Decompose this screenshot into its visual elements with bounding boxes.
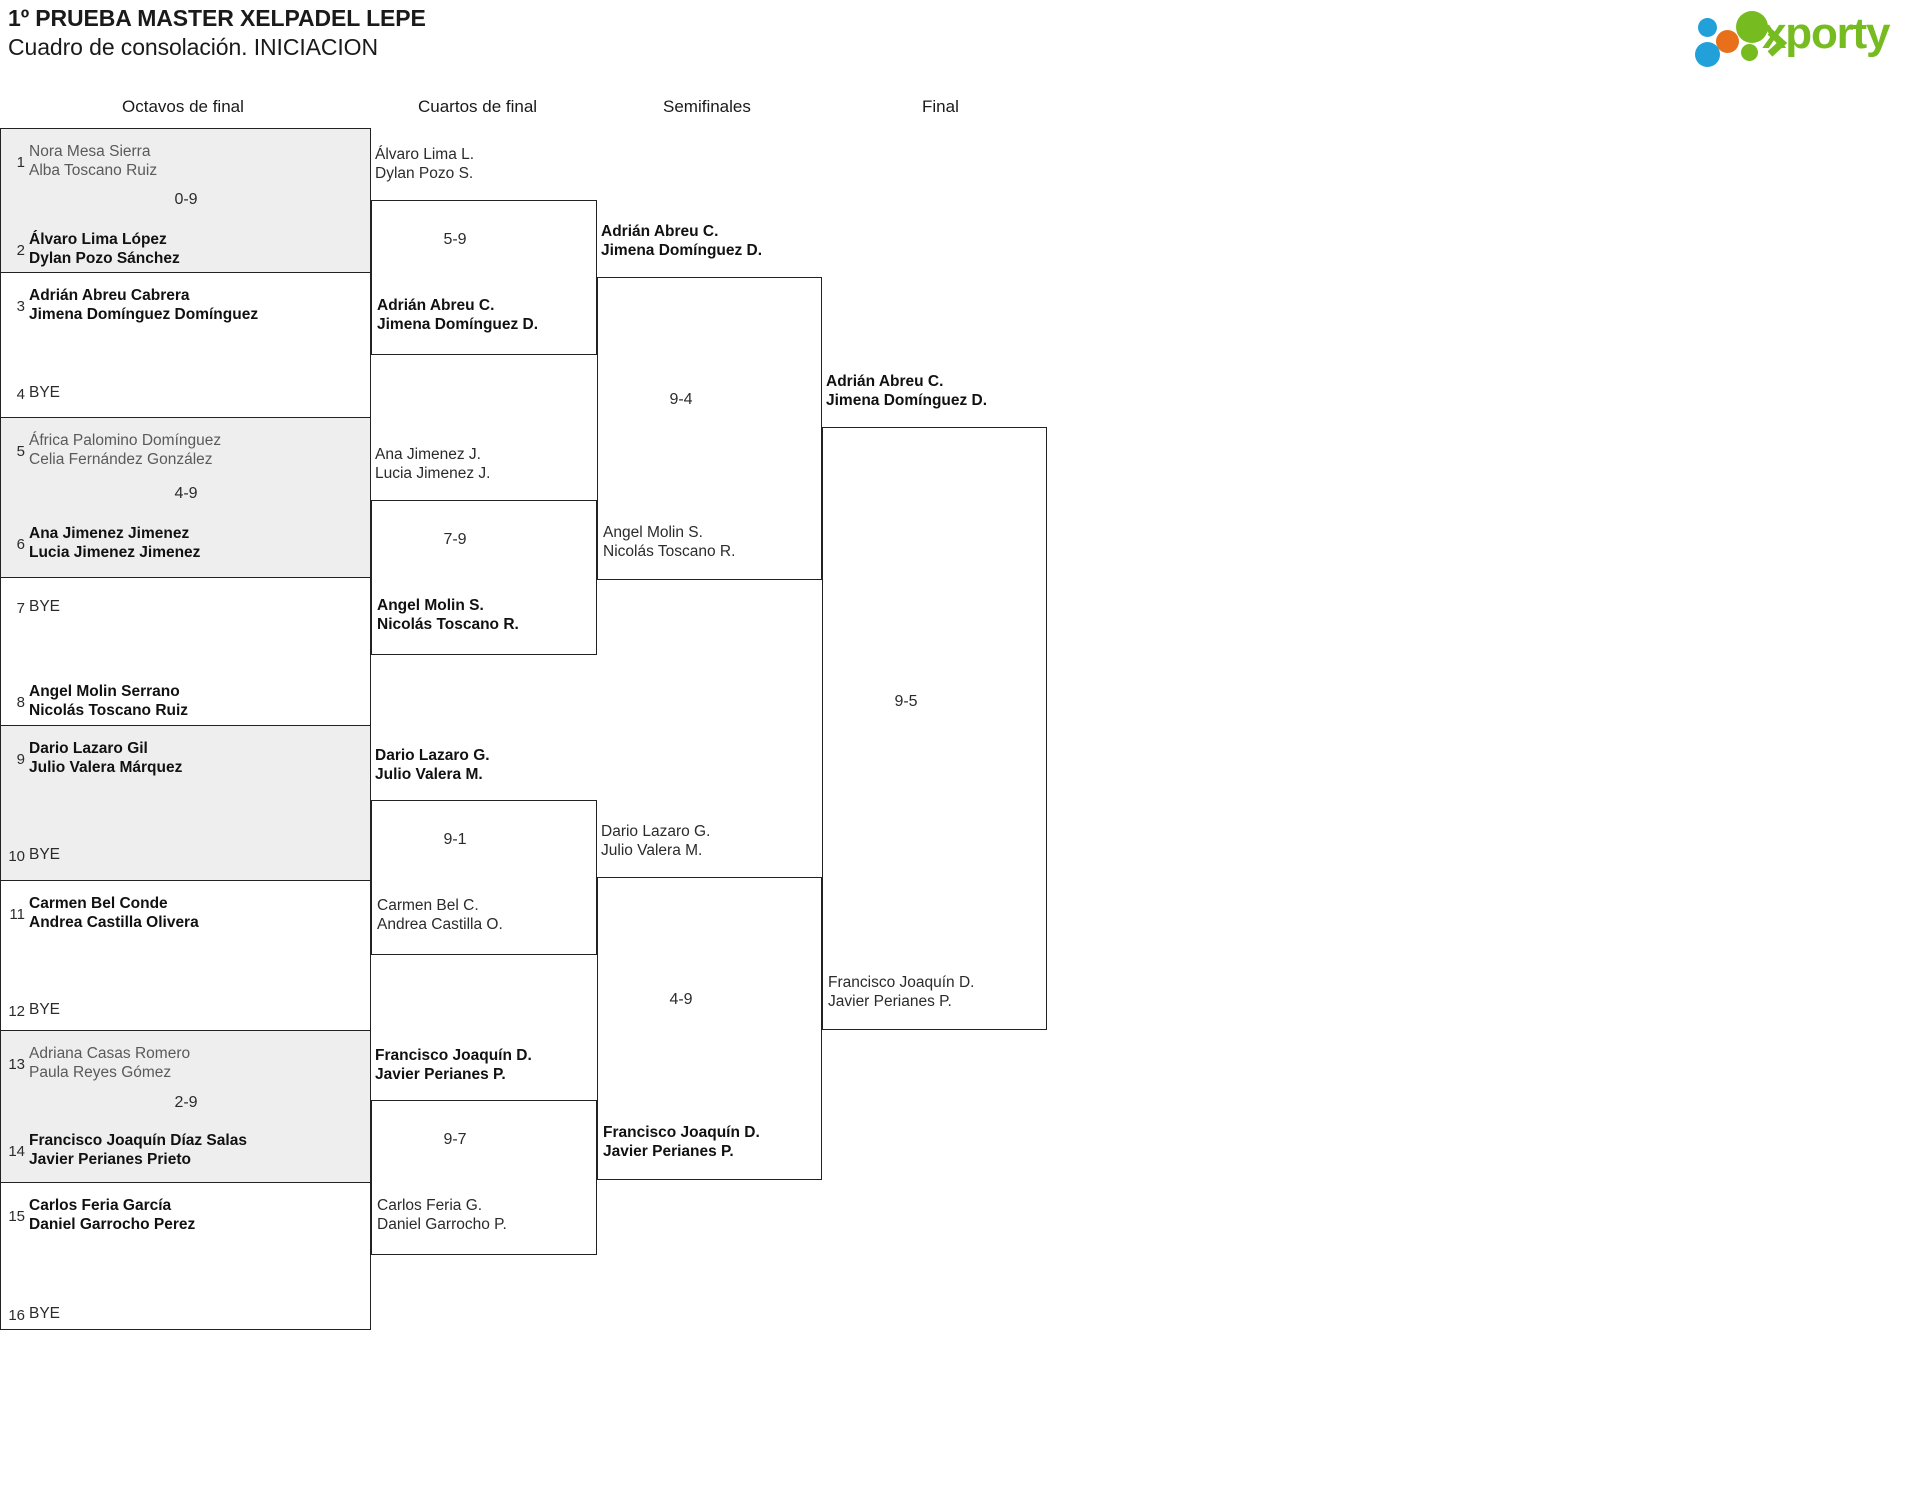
r16-score: 4-9 — [174, 485, 198, 502]
tournament-title-block: 1º PRUEBA MASTER XELPADEL LEPE Cuadro de… — [8, 4, 426, 63]
seed-number: 1 — [16, 154, 25, 171]
round-header-octavos: Octavos de final — [122, 97, 244, 116]
r16-bye-label: BYE — [29, 1001, 61, 1018]
sf-score: 4-9 — [669, 991, 693, 1008]
logo-dot-green-small — [1741, 44, 1758, 61]
round-header-semifinales: Semifinales — [663, 97, 751, 116]
qf-score: 7-9 — [443, 531, 467, 548]
r16-bye-label: BYE — [29, 846, 61, 863]
logo-wordmark: xporty — [1762, 9, 1890, 58]
r16-score: 2-9 — [174, 1094, 198, 1111]
sf-team-top: Dario Lazaro G.Julio Valera M. — [601, 823, 711, 859]
tournament-name: 1º PRUEBA MASTER XELPADEL LEPE — [8, 5, 426, 31]
qf-team-bottom: Carmen Bel C.Andrea Castilla O. — [377, 897, 503, 933]
seed-number: 7 — [16, 600, 25, 617]
qf-match-2[interactable]: 7-9 Angel Molin S.Nicolás Toscano R. — [371, 500, 597, 655]
r16-bye-label: BYE — [29, 598, 61, 615]
sf-team-bottom: Francisco Joaquín D.Javier Perianes P. — [603, 1124, 760, 1160]
seed-number: 9 — [16, 751, 25, 768]
seed-number: 2 — [16, 242, 25, 259]
seed-number: 6 — [16, 536, 25, 553]
qf-team-bottom: Carlos Feria G.Daniel Garrocho P. — [377, 1197, 507, 1233]
seed-number: 8 — [16, 694, 25, 711]
seed-number: 13 — [8, 1056, 25, 1073]
qf-team-top: Dario Lazaro G.Julio Valera M. — [375, 747, 490, 783]
seed-number: 3 — [16, 298, 25, 315]
logo-dot-blue-small — [1698, 18, 1717, 37]
qf-match-4[interactable]: 9-7 Carlos Feria G.Daniel Garrocho P. — [371, 1100, 597, 1255]
qf-team-top: Ana Jimenez J.Lucia Jimenez J. — [375, 446, 491, 482]
xporty-logo[interactable]: xporty — [1692, 6, 1912, 67]
sf-team-bottom: Angel Molin S.Nicolás Toscano R. — [603, 524, 736, 560]
seed-number: 16 — [8, 1307, 25, 1324]
qf-team-top: Álvaro Lima L.Dylan Pozo S. — [375, 146, 475, 182]
sf-match-2[interactable]: 4-9 Francisco Joaquín D.Javier Perianes … — [597, 877, 822, 1180]
seed-number: 5 — [16, 443, 25, 460]
sf-team-top: Adrián Abreu C.Jimena Domínguez D. — [601, 223, 763, 259]
sf-score: 9-4 — [669, 391, 693, 408]
seed-number: 11 — [9, 906, 25, 923]
seed-number: 4 — [16, 386, 25, 403]
final-match[interactable]: 9-5 Francisco Joaquín D.Javier Perianes … — [822, 427, 1047, 1030]
round-header-cuartos: Cuartos de final — [418, 97, 538, 116]
final-team-bottom: Francisco Joaquín D.Javier Perianes P. — [828, 974, 975, 1010]
final-team-top: Adrián Abreu C.Jimena Domínguez D. — [826, 373, 988, 409]
qf-team-top: Francisco Joaquín D.Javier Perianes P. — [375, 1047, 532, 1083]
seed-number: 10 — [8, 848, 25, 865]
seed-number: 14 — [8, 1143, 25, 1160]
seed-number: 12 — [8, 1003, 25, 1020]
final-score: 9-5 — [894, 693, 918, 710]
round-header-final: Final — [922, 97, 959, 116]
r16-bye-label: BYE — [29, 384, 61, 401]
logo-dot-blue-large — [1695, 42, 1720, 67]
r16-score: 0-9 — [174, 191, 198, 208]
logo-dot-orange — [1716, 30, 1739, 53]
qf-match-3[interactable]: 9-1 Carmen Bel C.Andrea Castilla O. — [371, 800, 597, 955]
sf-match-1[interactable]: 9-4 Angel Molin S.Nicolás Toscano R. — [597, 277, 822, 580]
qf-score: 9-7 — [443, 1131, 467, 1148]
seed-number: 15 — [8, 1208, 25, 1225]
logo-chevron-icon — [1767, 29, 1788, 57]
qf-score: 5-9 — [443, 231, 467, 248]
qf-match-1[interactable]: 5-9 Adrián Abreu C.Jimena Domínguez D. — [371, 200, 597, 355]
r16-bye-label: BYE — [29, 1305, 61, 1322]
logo-dot-green-large — [1736, 11, 1768, 43]
qf-score: 9-1 — [443, 831, 467, 848]
qf-team-bottom: Angel Molin S.Nicolás Toscano R. — [377, 597, 519, 633]
draw-subtitle: Cuadro de consolación. INICIACION — [8, 34, 378, 61]
qf-team-bottom: Adrián Abreu C.Jimena Domínguez D. — [377, 297, 539, 333]
